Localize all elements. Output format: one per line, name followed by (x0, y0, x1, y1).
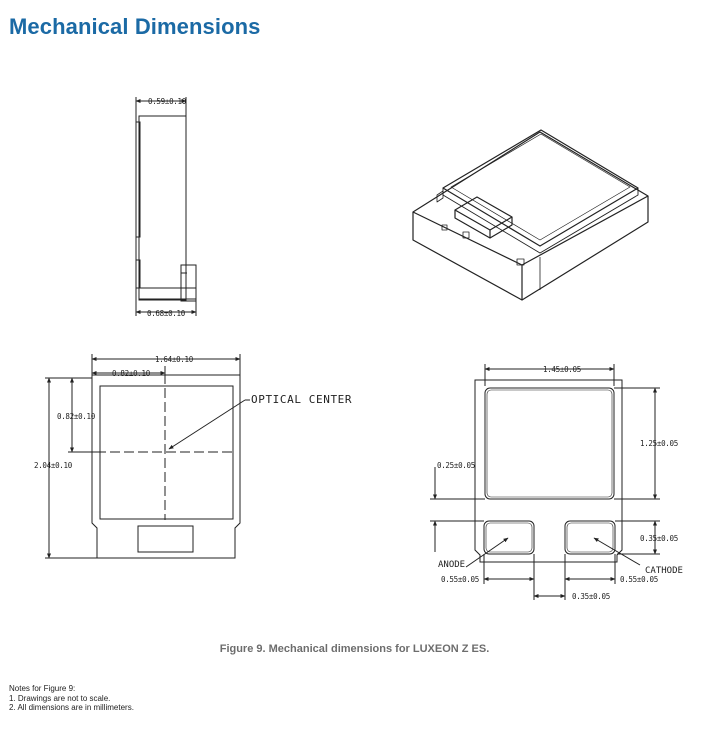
side-view (135, 97, 197, 316)
figure-caption: Figure 9. Mechanical dimensions for LUXE… (219, 643, 490, 655)
dim-top-half-width: 0.82±0.10 (112, 369, 151, 378)
dim-top-width: 1.64±0.10 (155, 355, 194, 364)
notes-heading: Notes for Figure 9: (9, 684, 76, 693)
dim-anode-width: 0.55±0.05 (441, 575, 479, 584)
dim-bottom-offset: 0.25±0.05 (437, 461, 475, 470)
dim-pad-gap: 0.35±0.05 (572, 592, 610, 601)
top-view (45, 354, 250, 559)
dim-side-bottom: 0.68±0.10 (147, 309, 186, 318)
bottom-view (430, 364, 660, 600)
figure-notes: Notes for Figure 9: 1. Drawings are not … (9, 684, 134, 713)
isometric-view (412, 129, 649, 301)
note-item: 2. All dimensions are in millimeters. (9, 703, 134, 712)
dim-bottom-small-pad-height: 0.35±0.05 (640, 534, 678, 543)
anode-label: ANODE (438, 560, 465, 570)
dim-top-height: 2.04±0.10 (34, 461, 73, 470)
cathode-label: CATHODE (645, 566, 683, 576)
note-item: 1. Drawings are not to scale. (9, 693, 111, 703)
dim-bottom-pad-width: 1.45±0.05 (543, 365, 581, 374)
dim-side-top: 0.59±0.10 (148, 97, 187, 106)
dim-bottom-pad-height: 1.25±0.05 (640, 439, 678, 448)
page-title: Mechanical Dimensions (9, 14, 261, 39)
dim-top-half-height: 0.82±0.10 (57, 412, 96, 421)
optical-center-label: OPTICAL CENTER (251, 393, 352, 406)
dim-cathode-width: 0.55±0.05 (620, 575, 658, 584)
